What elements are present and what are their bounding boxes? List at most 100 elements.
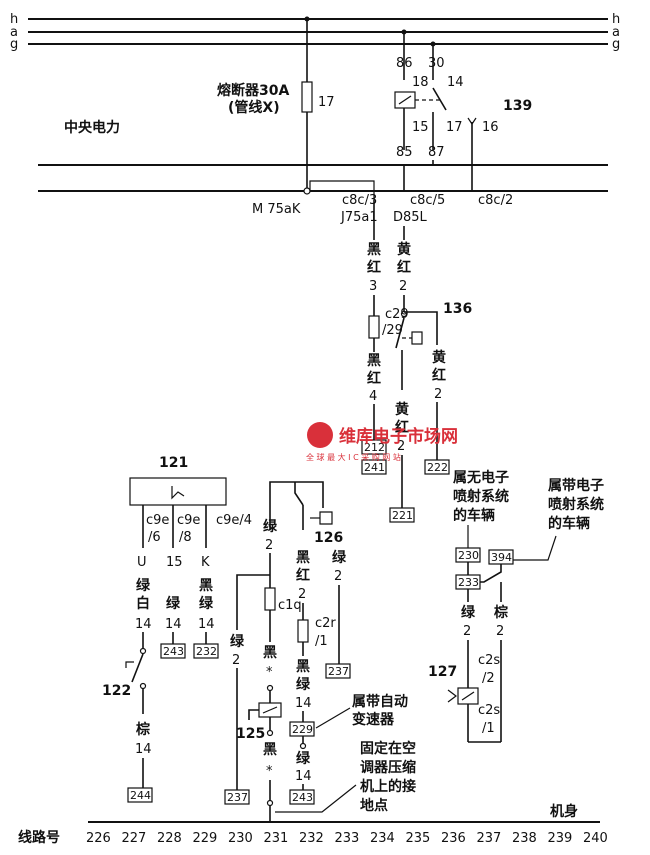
- wire-color-black-c: 黑: [263, 742, 277, 758]
- watermark-sub: 全 球 最 大 I C 采 购 网 站: [306, 452, 401, 462]
- line-number-228: 228: [157, 831, 182, 846]
- note-ground-2: 调器压缩: [360, 759, 416, 776]
- note-ground-4: 地点: [360, 797, 388, 814]
- wire-color-yellow-1: 黄: [397, 241, 411, 258]
- note-no-efi-3: 的车辆: [453, 507, 495, 524]
- line-number-236: 236: [441, 831, 466, 846]
- line-number-226: 226: [86, 831, 111, 846]
- ref-237-a: 237: [328, 665, 349, 678]
- line-number-235: 235: [406, 831, 431, 846]
- line-number-238: 238: [512, 831, 537, 846]
- line-number-label: 线路号: [18, 829, 60, 846]
- wire-color-green-e: 绿: [332, 549, 347, 566]
- component-125: 125: [236, 726, 265, 742]
- wire-number-2-d: 2: [265, 538, 273, 553]
- wire-color-red-6: 红: [296, 567, 310, 584]
- connector-c9e6-b: /6: [148, 530, 161, 545]
- bus-label-h-left: h: [10, 12, 18, 27]
- ref-243-b: 243: [292, 791, 313, 804]
- wire-number-2-c: 2: [397, 439, 405, 454]
- connector-c1q: c1q: [278, 598, 302, 613]
- ref-221: 221: [392, 509, 413, 522]
- line-number-240: 240: [583, 831, 608, 846]
- relay-pin-30: 30: [428, 56, 445, 71]
- bus-label-g-left: g: [10, 37, 18, 52]
- relay-pin-85: 85: [396, 145, 413, 160]
- wire-color-green-u: 绿: [136, 577, 151, 594]
- wire-color-black-b: 黑: [263, 645, 277, 661]
- fuse-sublabel: (管线X): [228, 99, 280, 116]
- watermark-main: 维库电子市场网: [339, 426, 458, 447]
- wire-color-white-u: 白: [136, 595, 150, 612]
- wire-number-14-122: 14: [135, 742, 152, 757]
- line-number-229: 229: [193, 831, 218, 846]
- relay-pin-18: 18: [412, 75, 429, 90]
- relay-pin-87: 87: [428, 145, 445, 160]
- wire-color-red-1: 红: [367, 259, 381, 276]
- component-127: 127: [428, 664, 479, 742]
- connector-j75a1: J75a1: [340, 210, 378, 225]
- connector-c29: c29: [385, 307, 409, 322]
- wire-color-red-4: 红: [432, 367, 446, 384]
- connector-c2s1-b: /1: [482, 721, 495, 736]
- wire-color-green-f: 绿: [461, 604, 476, 621]
- bus-label-a-left: a: [10, 25, 18, 40]
- wire-number-2-g: 2: [334, 569, 342, 584]
- wire-number-2-e: 2: [232, 653, 240, 668]
- connector-c9e4: c9e/4: [216, 513, 252, 528]
- ref-212: 212: [364, 441, 385, 454]
- ref-229: 229: [292, 723, 313, 736]
- connector-c8c2: c8c/2: [478, 193, 513, 208]
- wire-color-brown-122: 棕: [135, 721, 150, 738]
- ref-243-a: 243: [163, 645, 184, 658]
- ref-244: 244: [130, 789, 151, 802]
- switch-136: 136: [395, 301, 472, 349]
- pin-k: K: [201, 555, 210, 570]
- wire-number-2-h: 2: [463, 624, 471, 639]
- wire-color-yellow-2: 黄: [432, 349, 446, 366]
- wire-number-3: 3: [369, 279, 377, 294]
- wire-number-2-i: 2: [496, 624, 504, 639]
- line-number-231: 231: [264, 831, 289, 846]
- connector-c2s2-a: c2s: [478, 653, 500, 668]
- connector-c29b: /29: [382, 323, 403, 338]
- bus-label-a-right: a: [612, 25, 620, 40]
- star-a: *: [266, 665, 273, 680]
- wire-number-14-u: 14: [135, 617, 152, 632]
- line-number-232: 232: [299, 831, 324, 846]
- wire-color-red-5: 红: [395, 419, 409, 436]
- wire-color-black-e: 黑: [296, 659, 310, 675]
- relay-pin-16: 16: [482, 120, 499, 135]
- relay-125: 125: [236, 702, 282, 742]
- wire-number-14-15: 14: [165, 617, 182, 632]
- note-ground-3: 机上的接: [360, 778, 416, 795]
- wire-color-black-2: 黑: [367, 353, 381, 369]
- component-127: 127: [428, 664, 457, 680]
- note-ground-1: 固定在空: [360, 740, 416, 757]
- line-number-227: 227: [122, 831, 147, 846]
- connector-c2r-b: /1: [315, 634, 328, 649]
- line-number-237: 237: [477, 831, 502, 846]
- star-b: *: [266, 764, 273, 779]
- wire-number-2-f: 2: [298, 587, 306, 602]
- central-power-label: 中央电力: [64, 119, 120, 136]
- watermark: 维库电子市场网 全 球 最 大 I C 采 购 网 站: [306, 422, 458, 462]
- wire-color-black-d: 黑: [296, 550, 310, 566]
- note-no-efi-1: 属无电子: [453, 469, 509, 486]
- ref-237-b: 237: [227, 791, 248, 804]
- fuse-17: 熔断器30A (管线X) 17: [217, 16, 335, 188]
- wire-number-2-b: 2: [434, 387, 442, 402]
- ref-222: 222: [427, 461, 448, 474]
- component-126: 126: [314, 530, 343, 546]
- wire-color-green-a: 绿: [263, 518, 278, 535]
- wire-number-4: 4: [369, 389, 377, 404]
- connector-m75ak: M 75aK: [252, 202, 301, 217]
- component-122: 122: [102, 683, 131, 699]
- relay-139: 86 30 18 14 15 17 16 85 87 139: [394, 29, 532, 191]
- wire-color-green-b: 绿: [230, 633, 245, 650]
- wire-color-yellow-3: 黄: [395, 401, 409, 418]
- note-auto-trans-2: 变速器: [352, 711, 395, 728]
- line-number-230: 230: [228, 831, 253, 846]
- connector-d85l: D85L: [393, 210, 428, 225]
